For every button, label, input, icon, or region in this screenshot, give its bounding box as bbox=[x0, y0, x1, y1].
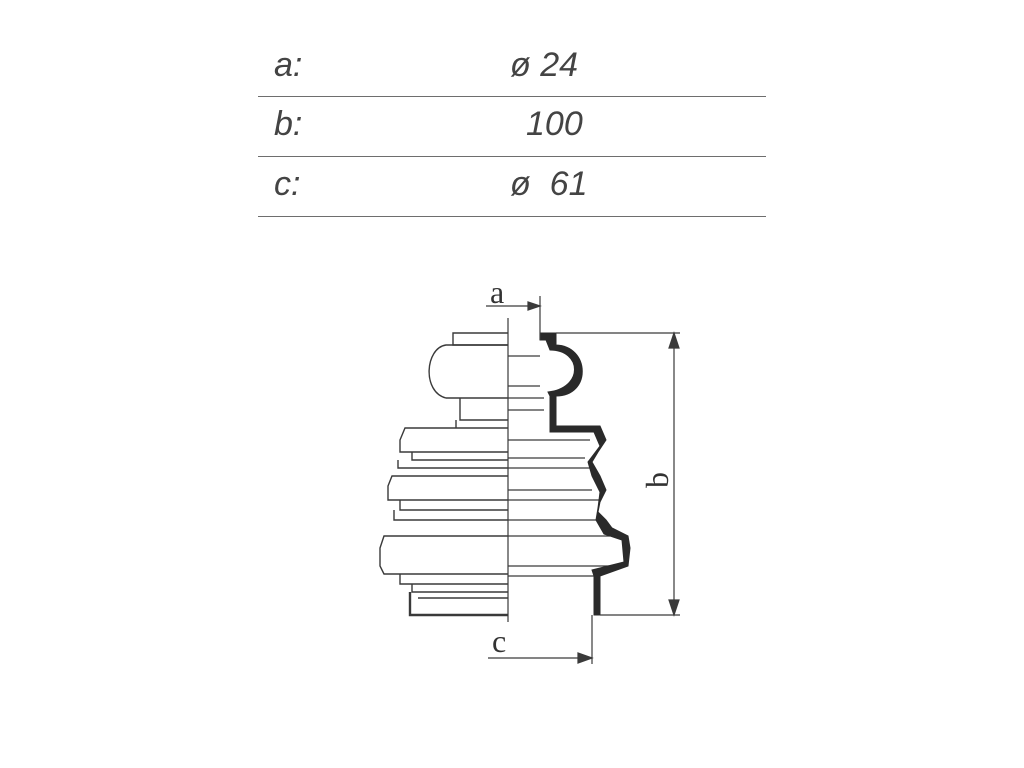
spec-key-a: a: bbox=[274, 46, 303, 84]
dimension-a-label: a bbox=[490, 274, 504, 310]
dimension-b-label: b bbox=[639, 472, 675, 488]
spec-value-c: ø 61 bbox=[510, 165, 588, 203]
boot-right-section bbox=[508, 332, 631, 616]
dimension-a bbox=[486, 296, 542, 340]
spec-key-b: b: bbox=[274, 105, 303, 143]
spec-row-c: c: ø 61 bbox=[258, 157, 766, 217]
boot-left-half bbox=[379, 332, 508, 617]
dimension-table: a: ø 24 b: 100 c: ø 61 bbox=[258, 38, 766, 217]
spec-row-b: b: 100 bbox=[258, 97, 766, 157]
dimension-c bbox=[488, 615, 594, 664]
spec-key-c: c: bbox=[274, 165, 301, 203]
dimension-c-label: c bbox=[492, 623, 506, 659]
dimension-b bbox=[556, 331, 680, 617]
spec-row-a: a: ø 24 bbox=[258, 38, 766, 97]
spec-value-b: 100 bbox=[526, 105, 583, 143]
spec-value-a: ø 24 bbox=[510, 46, 579, 84]
